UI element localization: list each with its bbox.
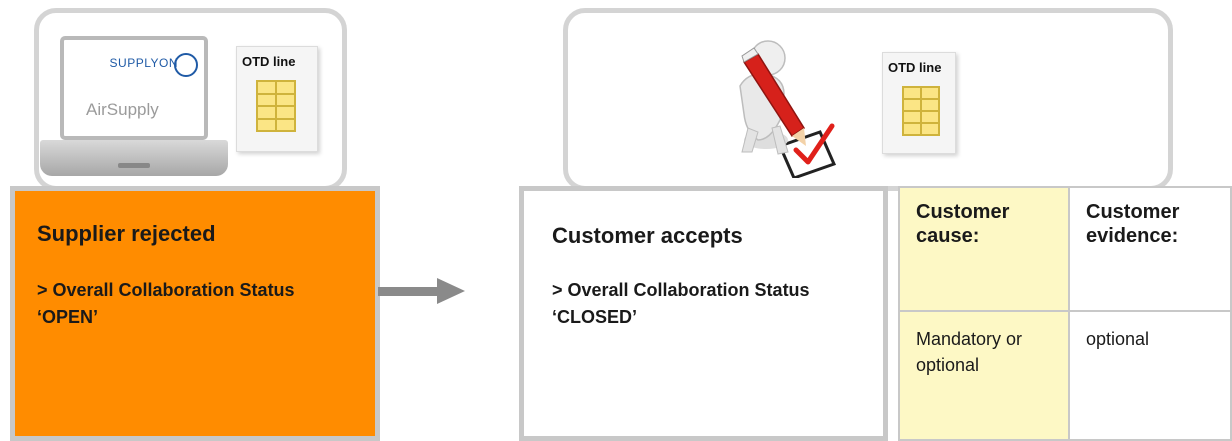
right-image-card — [563, 8, 1173, 191]
supplyon-logo-ring — [174, 53, 198, 77]
laptop-slot — [118, 163, 150, 168]
supplier-rejected-box: Supplier rejected > Overall Collaboratio… — [10, 186, 380, 441]
arrow-right-icon — [378, 287, 440, 296]
customer-evidence-value: optional — [1068, 310, 1232, 441]
customer-cause-value: Mandatory or optional — [898, 310, 1070, 441]
customer-accepts-box: Customer accepts > Overall Collaboration… — [519, 186, 888, 441]
customer-evidence-header: Customer evidence: — [1068, 186, 1232, 312]
supplyon-logo: SUPPLYON — [109, 56, 178, 70]
arrow-head — [437, 278, 465, 304]
supplier-status: > Overall Collaboration Status ‘OPEN’ — [37, 280, 295, 327]
customer-title: Customer accepts — [552, 223, 743, 248]
figure-pencil-checkmark-icon — [739, 40, 837, 178]
document-table-icon — [902, 86, 940, 136]
document-title: OTD line — [888, 60, 942, 75]
airsupply-label: AirSupply — [86, 100, 159, 119]
document-title: OTD line — [242, 54, 296, 69]
customer-status: > Overall Collaboration Status ‘CLOSED’ — [552, 280, 810, 327]
customer-cause-header: Customer cause: — [898, 186, 1070, 312]
supplier-title: Supplier rejected — [37, 221, 216, 246]
document-table-icon — [256, 80, 296, 132]
laptop-base — [40, 140, 228, 176]
